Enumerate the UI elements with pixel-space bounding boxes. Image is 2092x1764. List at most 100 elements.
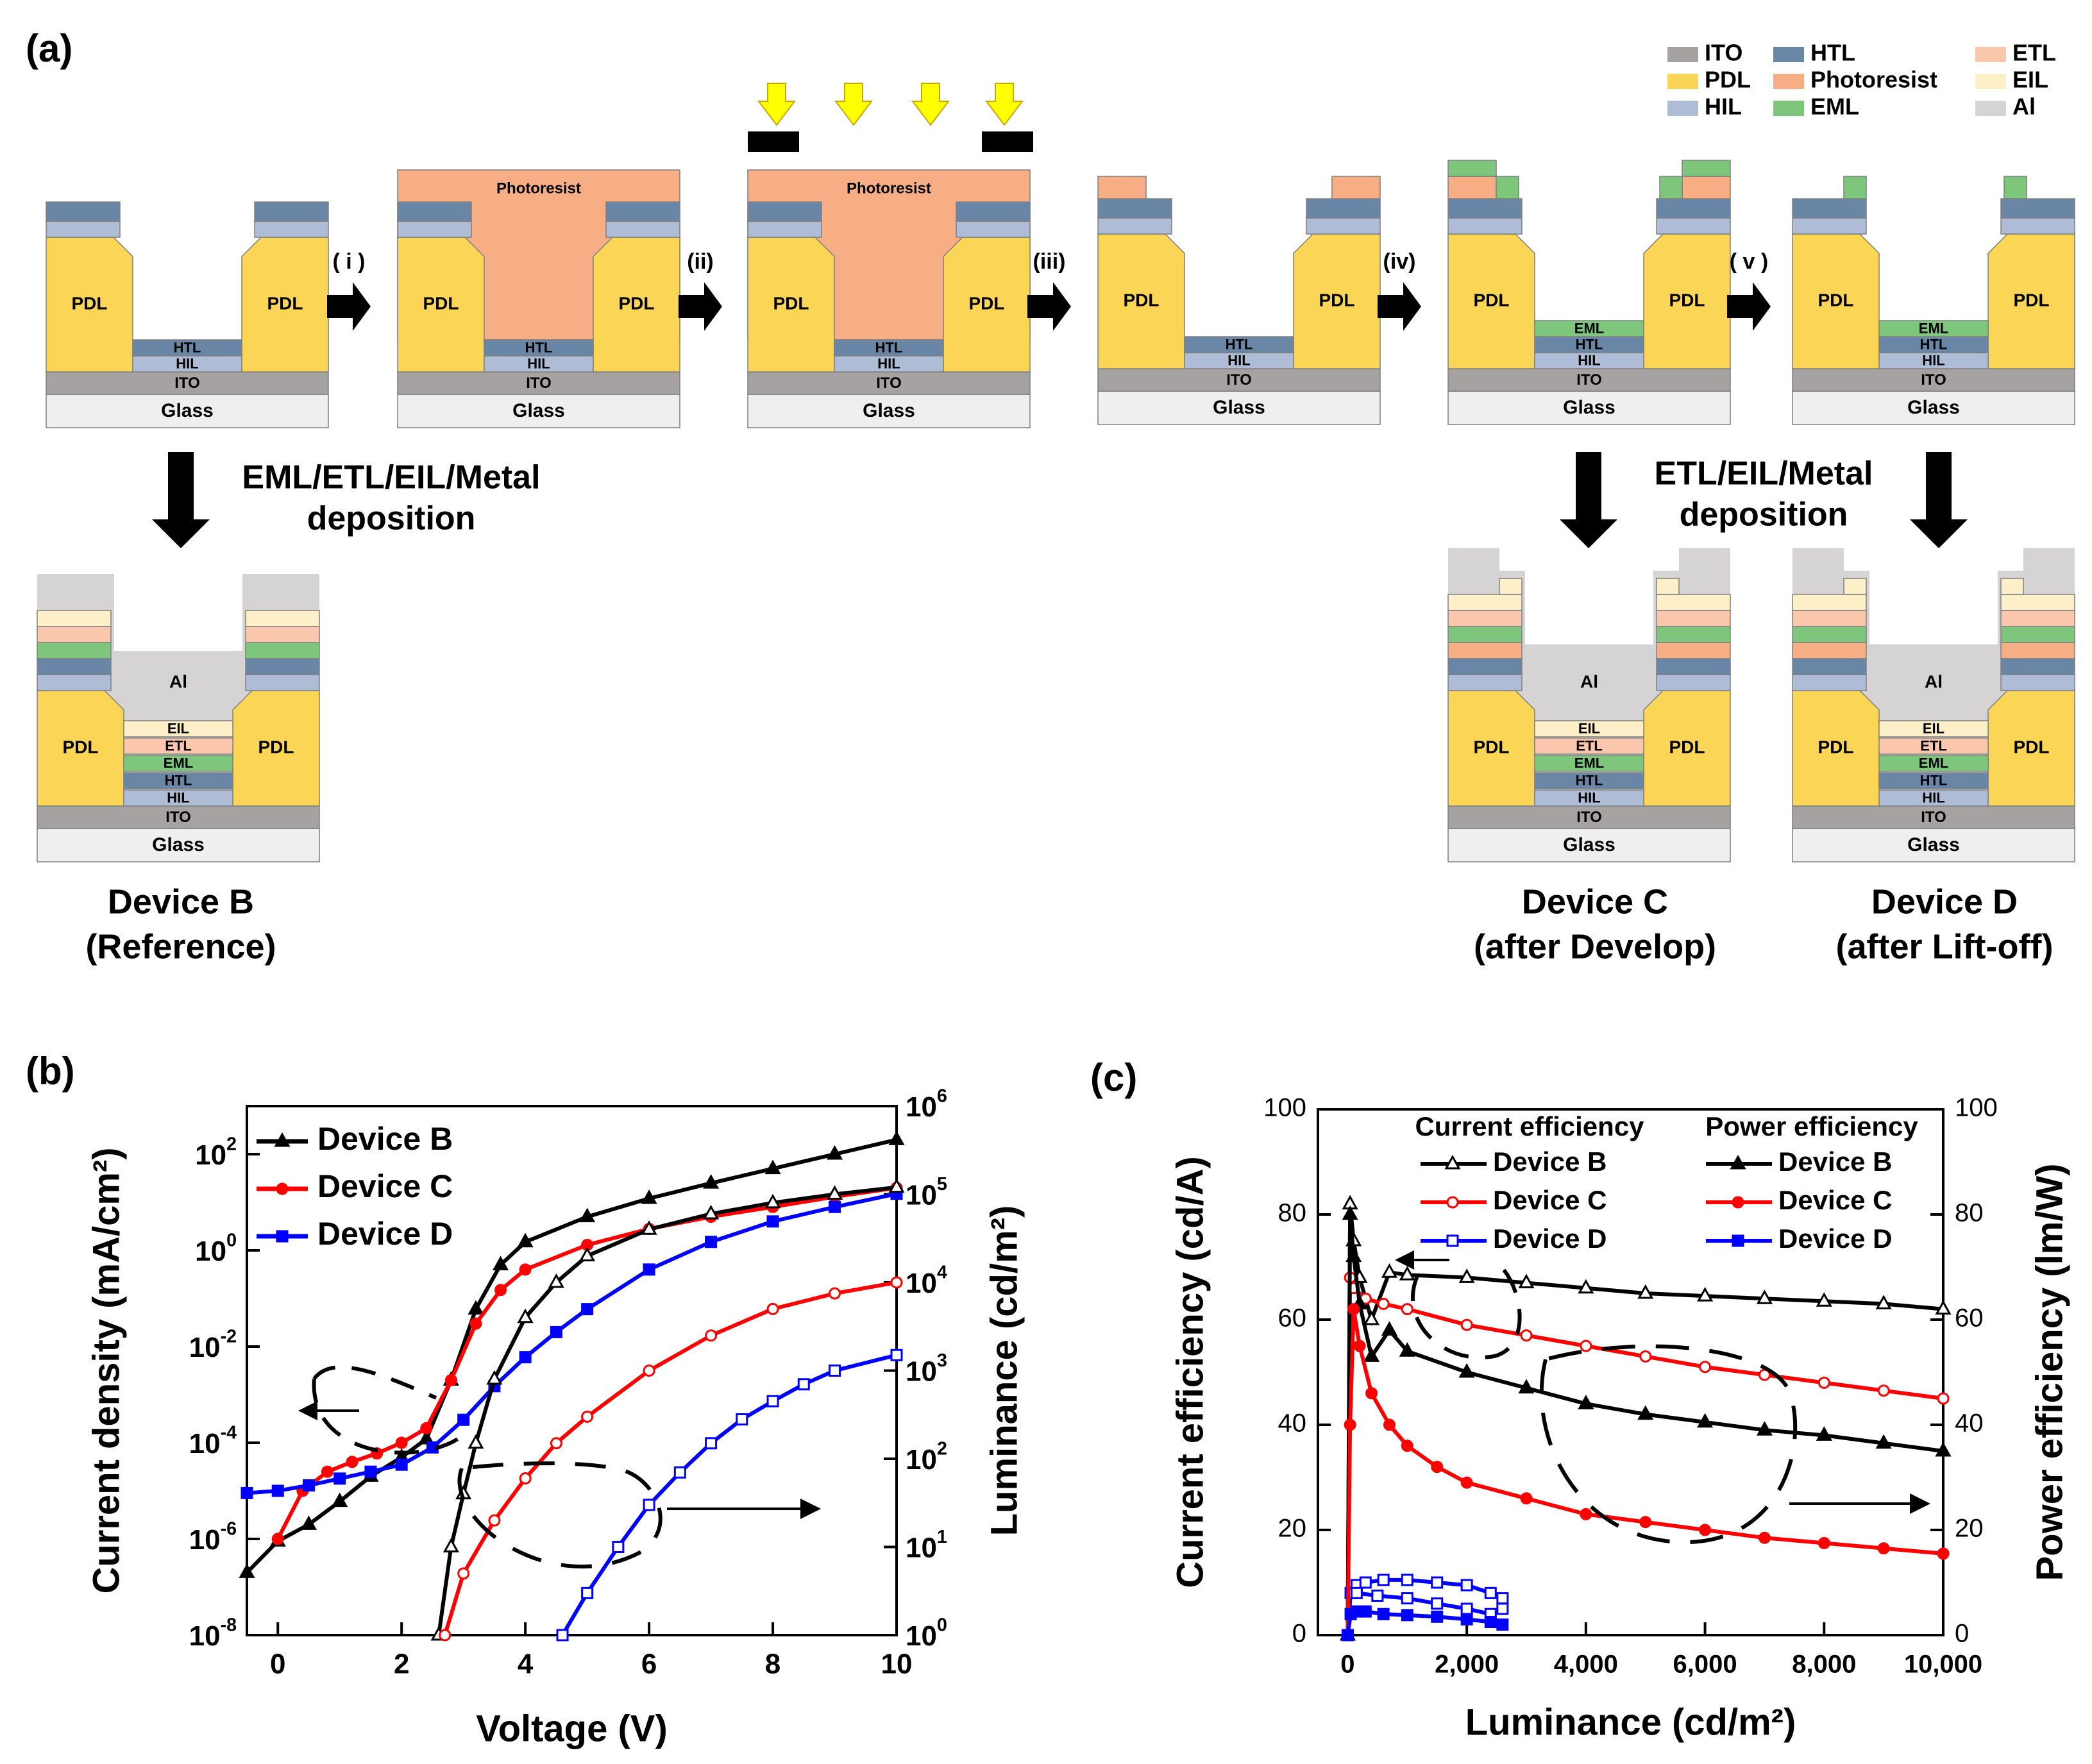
process-arrow: ( i ) xyxy=(327,249,371,331)
layer-eml xyxy=(1534,320,1644,337)
data-point xyxy=(1877,1384,1890,1397)
layer-band xyxy=(1656,594,1731,611)
al-label: Al xyxy=(169,671,187,691)
layer-eil xyxy=(1878,720,1989,737)
data-point xyxy=(1639,1350,1652,1363)
data-point xyxy=(1518,1379,1535,1394)
layer-band xyxy=(245,626,320,643)
layer-eil xyxy=(1534,720,1644,737)
deposition-label: ETL/EIL/Metal xyxy=(1655,455,1873,492)
data-point xyxy=(332,1492,348,1508)
data-point xyxy=(1431,1461,1444,1474)
data-point xyxy=(1580,1508,1592,1520)
device-caption-sub: (Reference) xyxy=(85,927,276,966)
y-tick-label-right: 106 xyxy=(906,1086,947,1123)
layer-ito xyxy=(37,805,320,829)
layer-hil xyxy=(132,355,242,373)
y-tick-label-right: 105 xyxy=(906,1174,947,1211)
layer-band xyxy=(956,201,1031,222)
data-point xyxy=(395,1436,408,1449)
data-point xyxy=(673,1466,686,1479)
series-device-d-pe xyxy=(1341,1605,1509,1642)
layer-band xyxy=(2000,217,2075,235)
layer-label: EIL xyxy=(1578,720,1600,736)
data-point xyxy=(1578,1395,1594,1409)
data-point xyxy=(1458,1268,1475,1283)
data-point xyxy=(519,1472,532,1485)
layer-eml xyxy=(123,755,233,772)
data-point xyxy=(420,1422,433,1434)
uv-arrow-icon xyxy=(757,83,797,126)
legend-swatch xyxy=(1975,101,2006,116)
pdl-label: PDL xyxy=(619,293,655,313)
y-tick-label-left: 100 xyxy=(1263,1094,1306,1122)
data-point xyxy=(1580,1340,1592,1352)
y-tick-label-left: 10-4 xyxy=(189,1422,237,1459)
layer-band xyxy=(1659,176,1683,199)
data-point xyxy=(517,1232,534,1248)
layer-band xyxy=(1792,674,1867,691)
legend-marker xyxy=(1444,1154,1461,1170)
pdl-label: PDL xyxy=(969,293,1005,313)
data-point xyxy=(829,1287,841,1300)
y-tick-label-right: 101 xyxy=(906,1527,947,1564)
y-tick-label-left: 10-8 xyxy=(189,1615,237,1652)
data-point xyxy=(1383,1418,1396,1431)
layer-ito xyxy=(1097,368,1381,392)
tick-base: 10 xyxy=(189,1332,221,1363)
legend-layer-label: ETL xyxy=(2012,40,2056,66)
layer-band xyxy=(1656,217,1731,235)
series-device-d-left xyxy=(240,1188,903,1499)
layer-label: ITO xyxy=(1226,371,1252,389)
data-point xyxy=(1399,1342,1415,1357)
layer-hil xyxy=(1534,352,1644,369)
data-point xyxy=(1756,1289,1773,1304)
data-point xyxy=(888,1130,905,1145)
data-point xyxy=(1484,1616,1497,1628)
layer-label: Glass xyxy=(152,834,205,855)
data-point xyxy=(1460,1318,1473,1331)
x-tick-label: 4,000 xyxy=(1554,1651,1618,1679)
layer-label: Glass xyxy=(161,400,214,421)
layer-band xyxy=(1447,160,1497,177)
layer-label: HTL xyxy=(165,772,192,788)
layer-band xyxy=(1447,198,1523,219)
right-arrow-icon xyxy=(327,282,371,331)
tick-exponent: -4 xyxy=(221,1422,237,1443)
layer-band xyxy=(1656,674,1731,691)
layer-band xyxy=(2000,642,2075,659)
layer-band xyxy=(1447,626,1523,643)
data-point xyxy=(550,1325,562,1338)
layer-etl xyxy=(1534,737,1644,755)
data-point xyxy=(418,1429,435,1445)
layer-label: HIL xyxy=(1578,789,1600,805)
data-point xyxy=(1875,1434,1892,1449)
data-point xyxy=(703,1174,720,1189)
data-point xyxy=(271,1533,284,1545)
x-tick-label: 4 xyxy=(518,1649,534,1680)
photoresist-label: Photoresist xyxy=(496,180,581,197)
data-point xyxy=(439,1629,451,1642)
layer-band xyxy=(46,221,121,238)
data-point xyxy=(333,1472,346,1485)
data-point xyxy=(1344,1418,1356,1431)
data-point xyxy=(302,1479,315,1491)
data-point xyxy=(1520,1492,1533,1505)
layer-label: ITO xyxy=(1576,371,1602,389)
pdl-label: PDL xyxy=(1474,737,1510,757)
layer-band xyxy=(245,642,320,659)
data-point xyxy=(494,1284,507,1297)
data-point xyxy=(444,1373,457,1386)
legend-marker xyxy=(1732,1234,1744,1247)
layer-label: EML xyxy=(164,755,193,771)
tick-base: 10 xyxy=(906,1091,937,1123)
layer-band xyxy=(747,221,822,238)
layer-label: Glass xyxy=(1213,397,1265,418)
pdl-label: PDL xyxy=(1474,290,1510,310)
layer-band xyxy=(747,201,822,222)
